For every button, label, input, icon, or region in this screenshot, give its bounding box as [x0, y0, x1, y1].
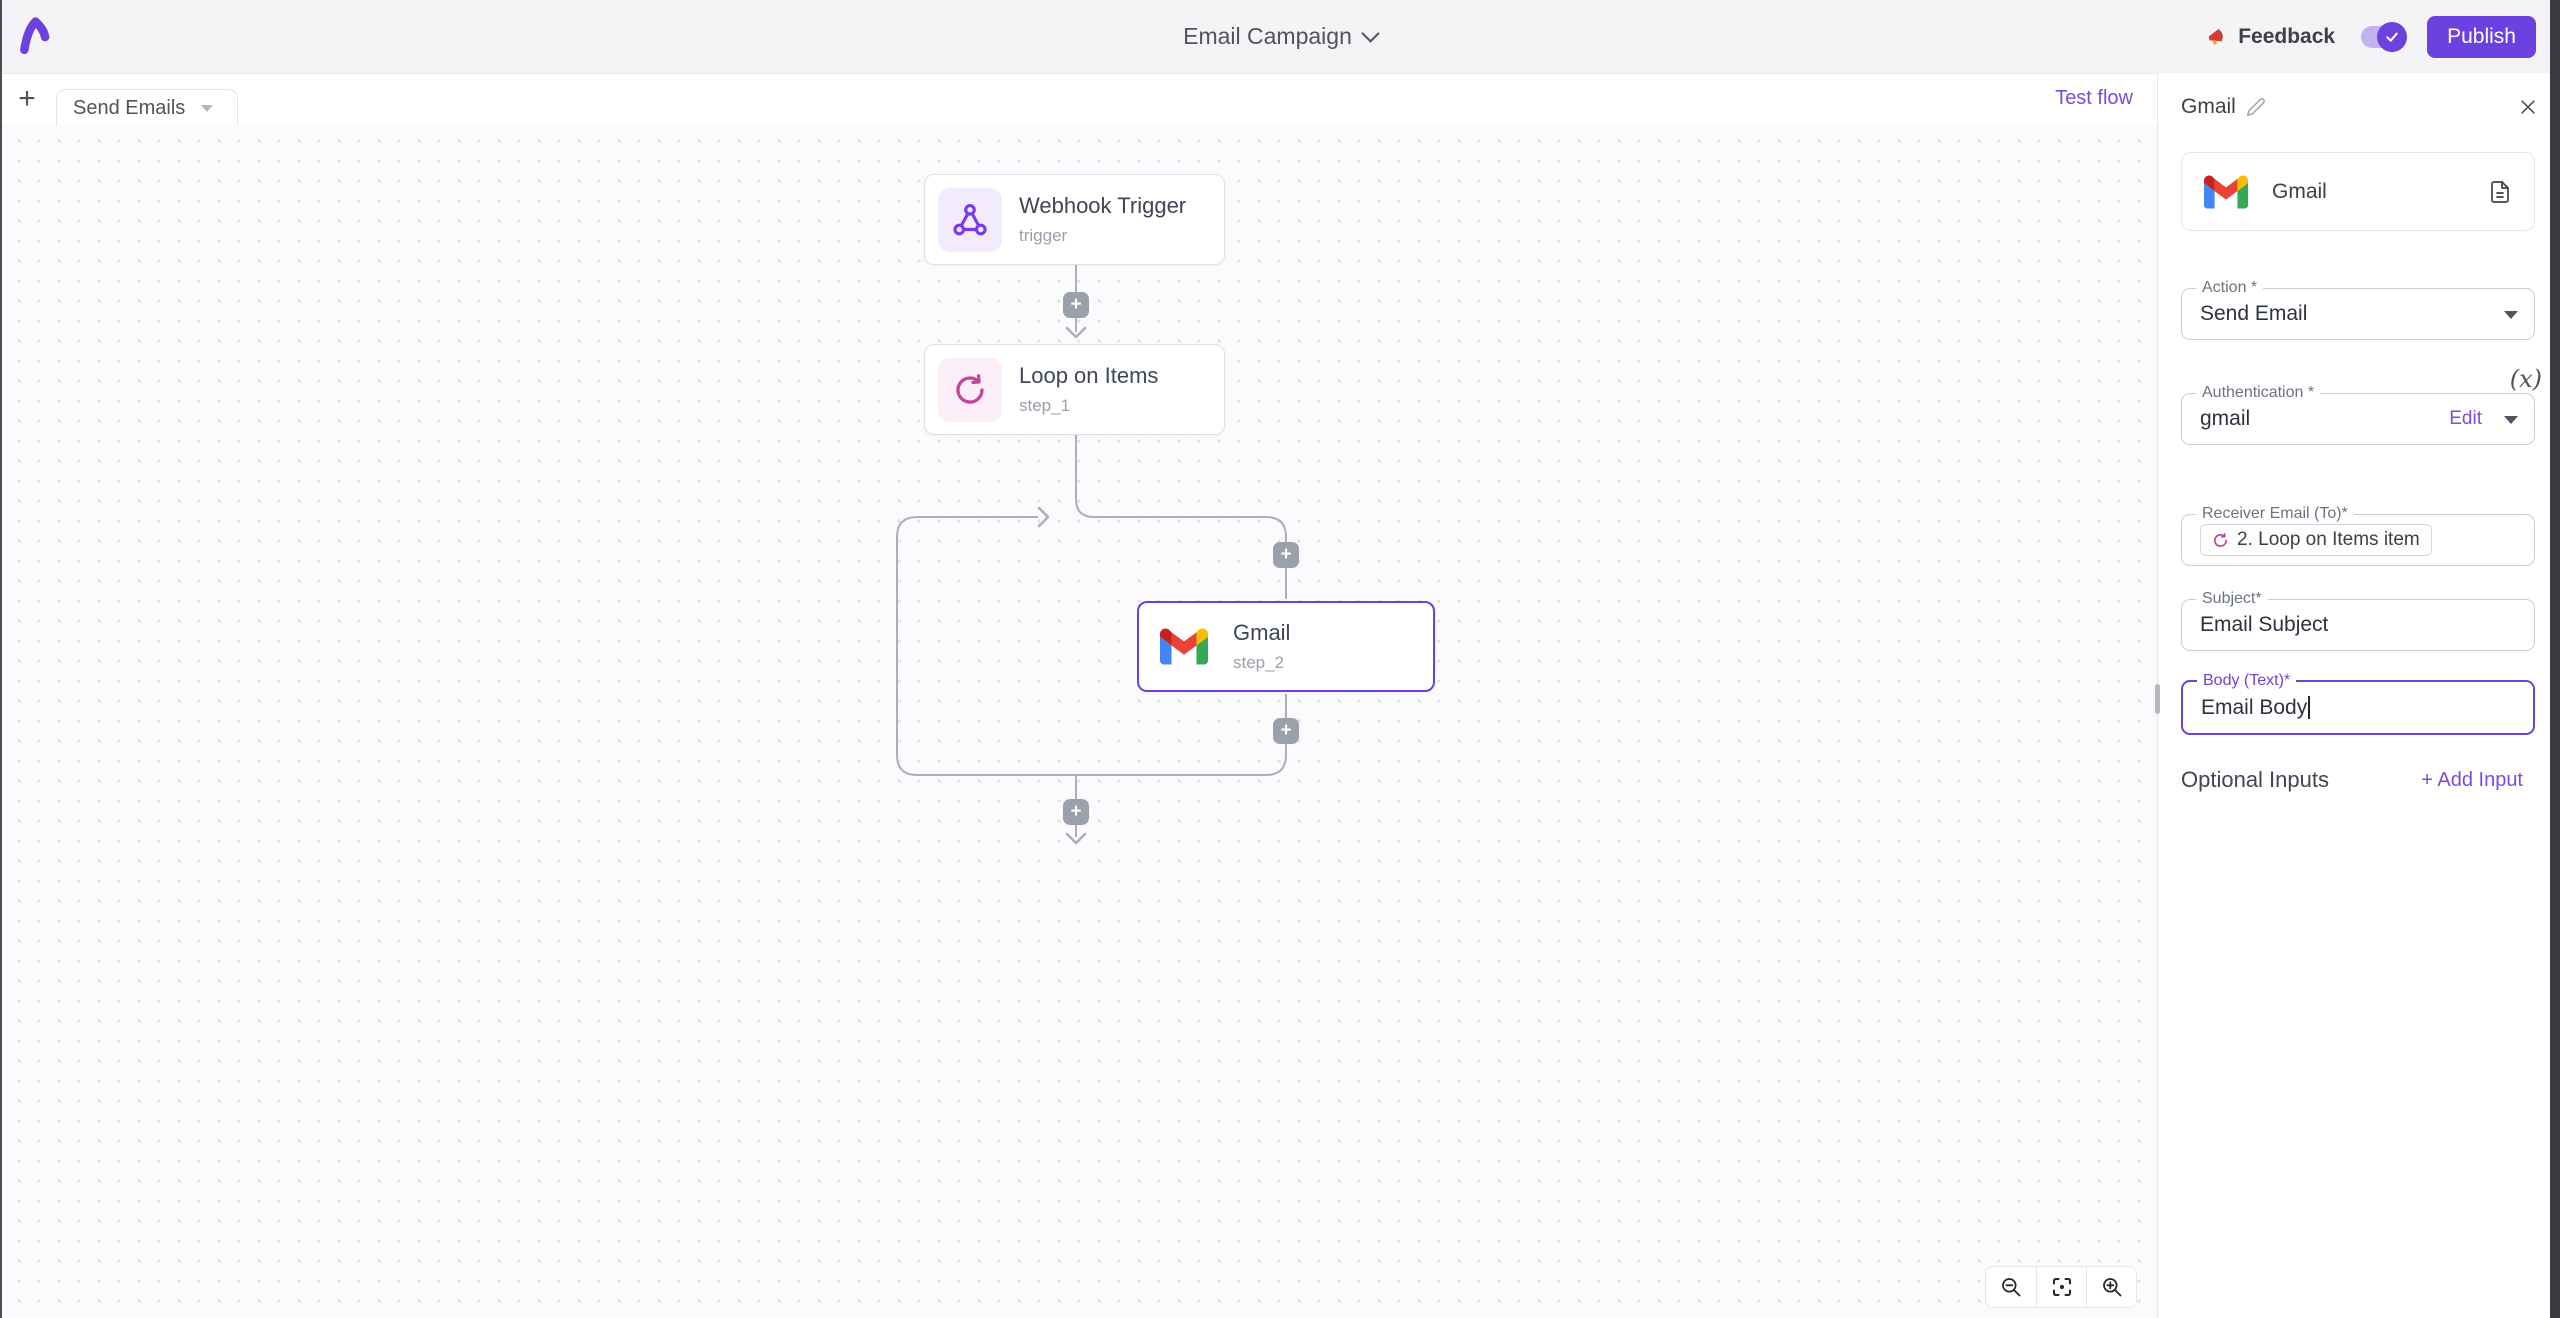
node-title: Gmail — [1233, 620, 1291, 645]
authentication-select[interactable]: Authentication * gmail Edit — [2181, 384, 2535, 445]
body-text-label: Body (Text)* — [2197, 672, 2297, 690]
tab-label: Send Emails — [73, 96, 186, 119]
zoom-out-button[interactable] — [1986, 1267, 2036, 1307]
browser-scrollbar[interactable] — [2550, 0, 2560, 1318]
receiver-email-input[interactable]: Receiver Email (To)* 2. Loop on Items it… — [2181, 505, 2535, 566]
loop-icon — [938, 357, 1002, 422]
add-step-button[interactable]: + — [1273, 542, 1299, 568]
add-step-button[interactable]: + — [1273, 718, 1299, 744]
toggle-knob — [2377, 21, 2408, 52]
header-actions: Feedback Publish — [2205, 0, 2536, 73]
megaphone-icon — [2208, 28, 2223, 45]
chevron-down-icon[interactable] — [2504, 416, 2518, 424]
gmail-icon — [2204, 174, 2248, 208]
node-subtitle: step_1 — [1019, 396, 1071, 415]
close-icon — [2521, 100, 2535, 114]
node-text: Loop on Items step_1 — [1019, 363, 1158, 416]
publish-button[interactable]: Publish — [2427, 15, 2536, 58]
plus-icon: + — [1280, 720, 1292, 741]
plus-icon: + — [18, 82, 36, 115]
subject-label: Subject* — [2196, 590, 2268, 608]
node-text: Webhook Trigger trigger — [1019, 193, 1186, 246]
chevron-down-icon — [201, 104, 214, 112]
action-select[interactable]: Action * Send Email — [2181, 279, 2535, 340]
edit-connection-button[interactable]: Edit — [2449, 408, 2482, 429]
node-loop-on-items[interactable]: Loop on Items step_1 — [924, 344, 1225, 435]
chevron-down-icon — [1361, 24, 1380, 43]
flow-canvas[interactable]: + + + + Webhook Trigger trigger — [0, 125, 2157, 1318]
piece-name: Gmail — [2272, 179, 2327, 203]
fit-view-icon — [2052, 1278, 2071, 1296]
flow-title-dropdown[interactable]: Email Campaign — [0, 0, 2560, 73]
close-panel-button[interactable] — [2518, 97, 2538, 117]
text-cursor — [2308, 696, 2311, 719]
body-text-input[interactable]: Body (Text)* Email Body — [2181, 672, 2535, 735]
panel-title-row: Gmail — [2181, 95, 2538, 119]
canvas-zoom-toolbar — [1985, 1266, 2137, 1308]
subject-input[interactable]: Subject* Email Subject — [2181, 590, 2535, 651]
feedback-label: Feedback — [2238, 24, 2336, 48]
node-webhook-trigger[interactable]: Webhook Trigger trigger — [924, 174, 1225, 265]
top-header: Email Campaign Feedback — [0, 0, 2560, 74]
add-input-button[interactable]: + Add Input — [2421, 768, 2523, 791]
piece-info-card: Gmail — [2181, 152, 2535, 231]
authentication-value: gmail — [2200, 407, 2251, 430]
optional-inputs-row: Optional Inputs + Add Input — [2181, 767, 2523, 793]
file-icon — [2491, 180, 2509, 203]
add-step-button[interactable]: + — [1063, 292, 1089, 318]
add-step-button[interactable]: + — [1063, 799, 1089, 825]
node-subtitle: step_2 — [1233, 653, 1285, 672]
plus-icon: + — [1280, 544, 1292, 565]
insert-variable-button[interactable]: (x) — [2509, 365, 2542, 393]
piece-docs-button[interactable] — [2488, 178, 2512, 206]
panel-resize-handle[interactable] — [2155, 684, 2160, 714]
node-gmail[interactable]: Gmail step_2 — [1137, 601, 1435, 692]
fit-to-view-button[interactable] — [2036, 1267, 2086, 1307]
test-flow-button[interactable]: Test flow — [2055, 87, 2133, 109]
add-flow-tab-button[interactable]: + — [10, 82, 44, 116]
feedback-button[interactable]: Feedback — [2205, 25, 2335, 49]
action-label: Action * — [2196, 279, 2264, 297]
activepieces-logo-icon[interactable] — [18, 16, 52, 56]
zoom-in-icon — [2102, 1278, 2121, 1297]
loop-item-token-chip[interactable]: 2. Loop on Items item — [2200, 524, 2432, 556]
tab-send-emails[interactable]: Send Emails — [56, 89, 238, 126]
node-subtitle: trigger — [1019, 226, 1068, 245]
flow-title: Email Campaign — [1183, 23, 1352, 49]
rename-step-button[interactable] — [2246, 97, 2266, 117]
pencil-icon — [2246, 98, 2265, 117]
node-title: Webhook Trigger — [1019, 193, 1187, 218]
zoom-in-button[interactable] — [2086, 1267, 2136, 1307]
flow-tab-bar: + Send Emails Test flow — [0, 73, 2157, 126]
webhook-icon — [938, 187, 1002, 252]
zoom-out-icon — [2002, 1278, 2021, 1297]
flow-enabled-toggle[interactable] — [2361, 21, 2408, 52]
chevron-down-icon[interactable] — [2504, 311, 2518, 319]
chip-text: 2. Loop on Items item — [2237, 529, 2420, 550]
action-value: Send Email — [2200, 302, 2308, 325]
plus-icon: + — [1070, 294, 1082, 315]
body-text-value: Email Body — [2201, 695, 2308, 719]
panel-title: Gmail — [2181, 95, 2236, 118]
authentication-label: Authentication * — [2196, 384, 2321, 402]
receiver-email-label: Receiver Email (To)* — [2196, 505, 2354, 523]
node-text: Gmail step_2 — [1233, 620, 1290, 673]
gmail-icon — [1152, 615, 1216, 679]
loop-icon — [2213, 532, 2228, 547]
step-settings-panel: Gmail Gmail — [2155, 73, 2552, 1318]
subject-value: Email Subject — [2200, 613, 2329, 636]
optional-inputs-title: Optional Inputs — [2181, 767, 2329, 792]
check-icon — [2386, 32, 2398, 42]
node-title: Loop on Items — [1019, 363, 1159, 388]
plus-icon: + — [1070, 801, 1082, 822]
window-left-edge — [0, 0, 2, 1318]
